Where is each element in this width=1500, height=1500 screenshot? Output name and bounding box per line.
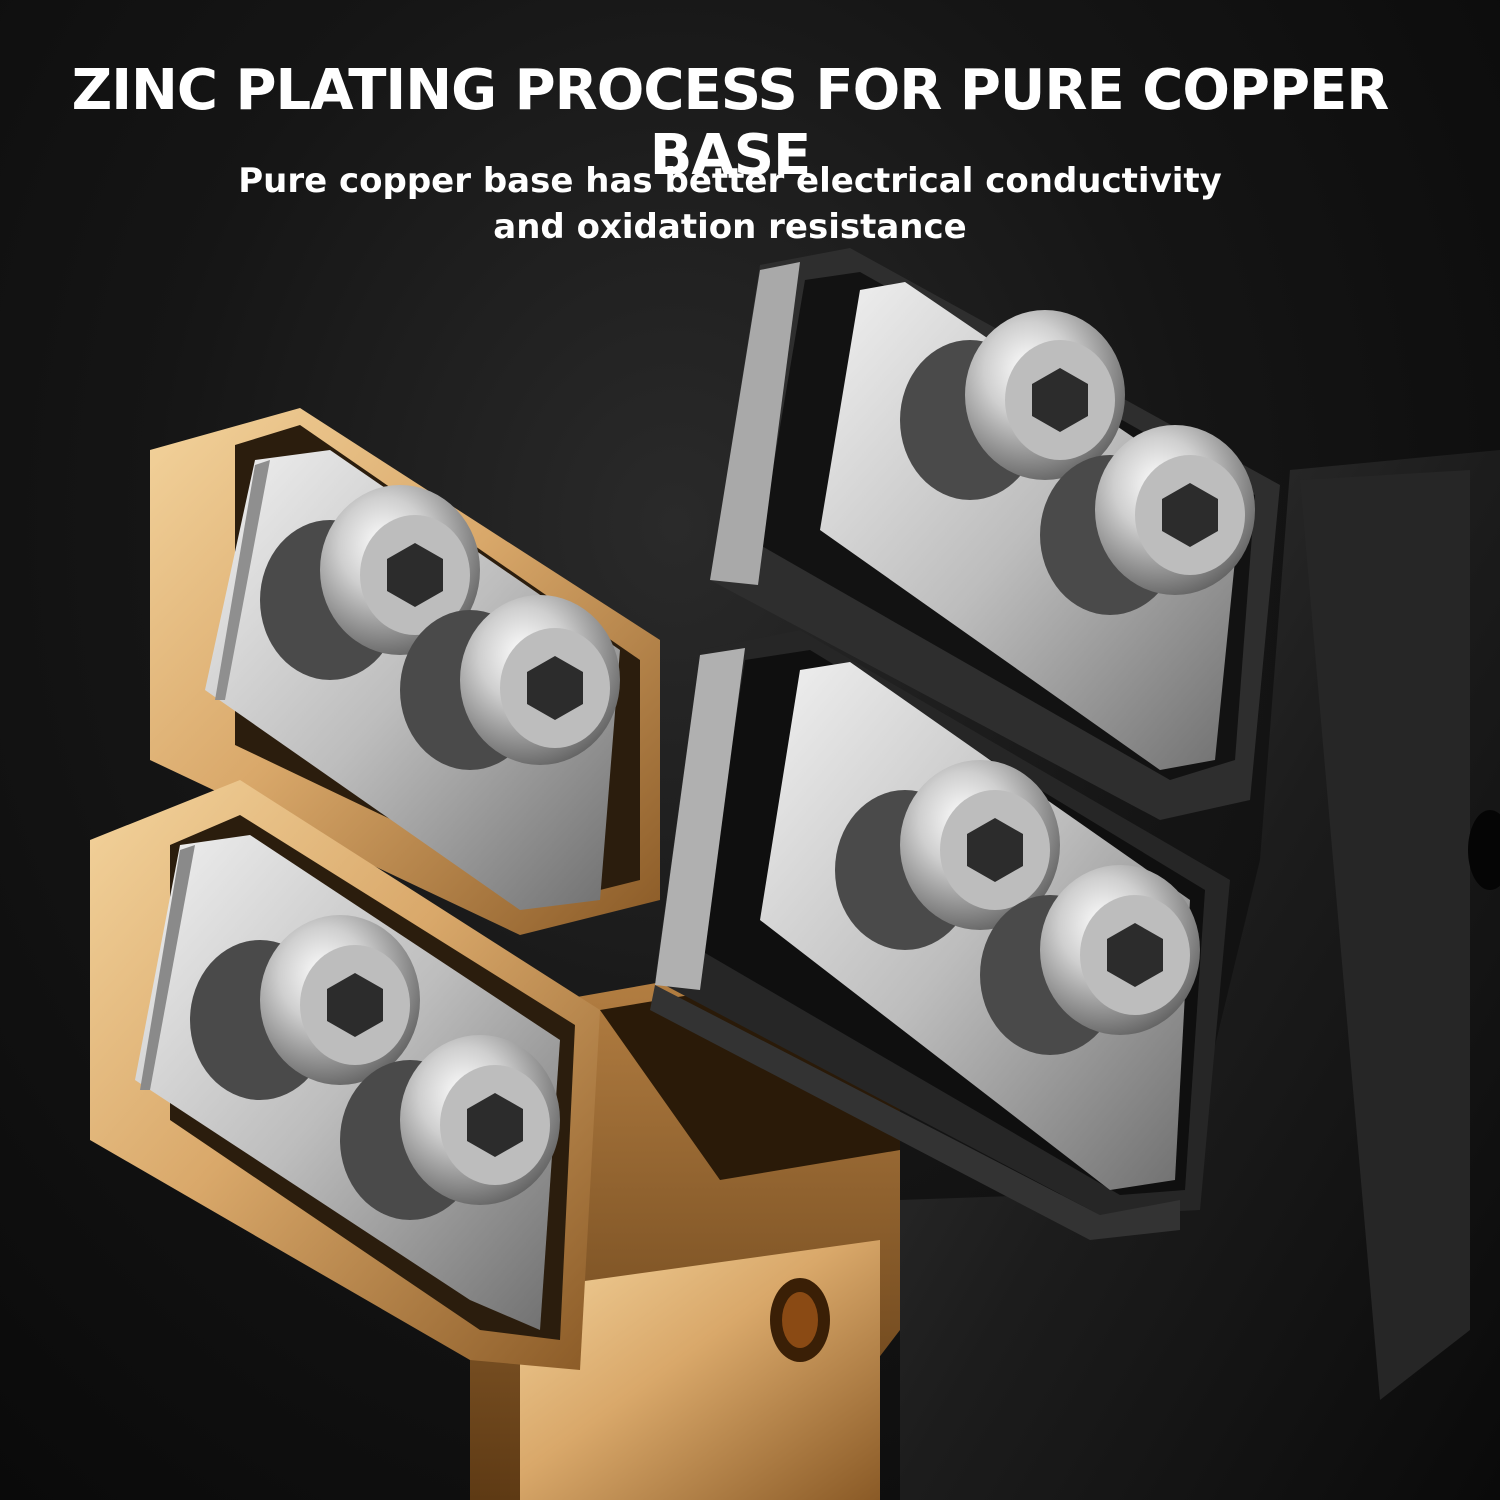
subheadline: Pure copper base has better electrical c… xyxy=(230,158,1230,250)
subheadline-line-2: and oxidation resistance xyxy=(493,207,967,247)
subheadline-line-1: Pure copper base has better electrical c… xyxy=(238,161,1222,201)
hex-bolts xyxy=(190,310,1255,1220)
headline: ZINC PLATING PROCESS FOR PURE COPPER BAS… xyxy=(71,58,1390,188)
black-housing xyxy=(900,450,1500,1500)
